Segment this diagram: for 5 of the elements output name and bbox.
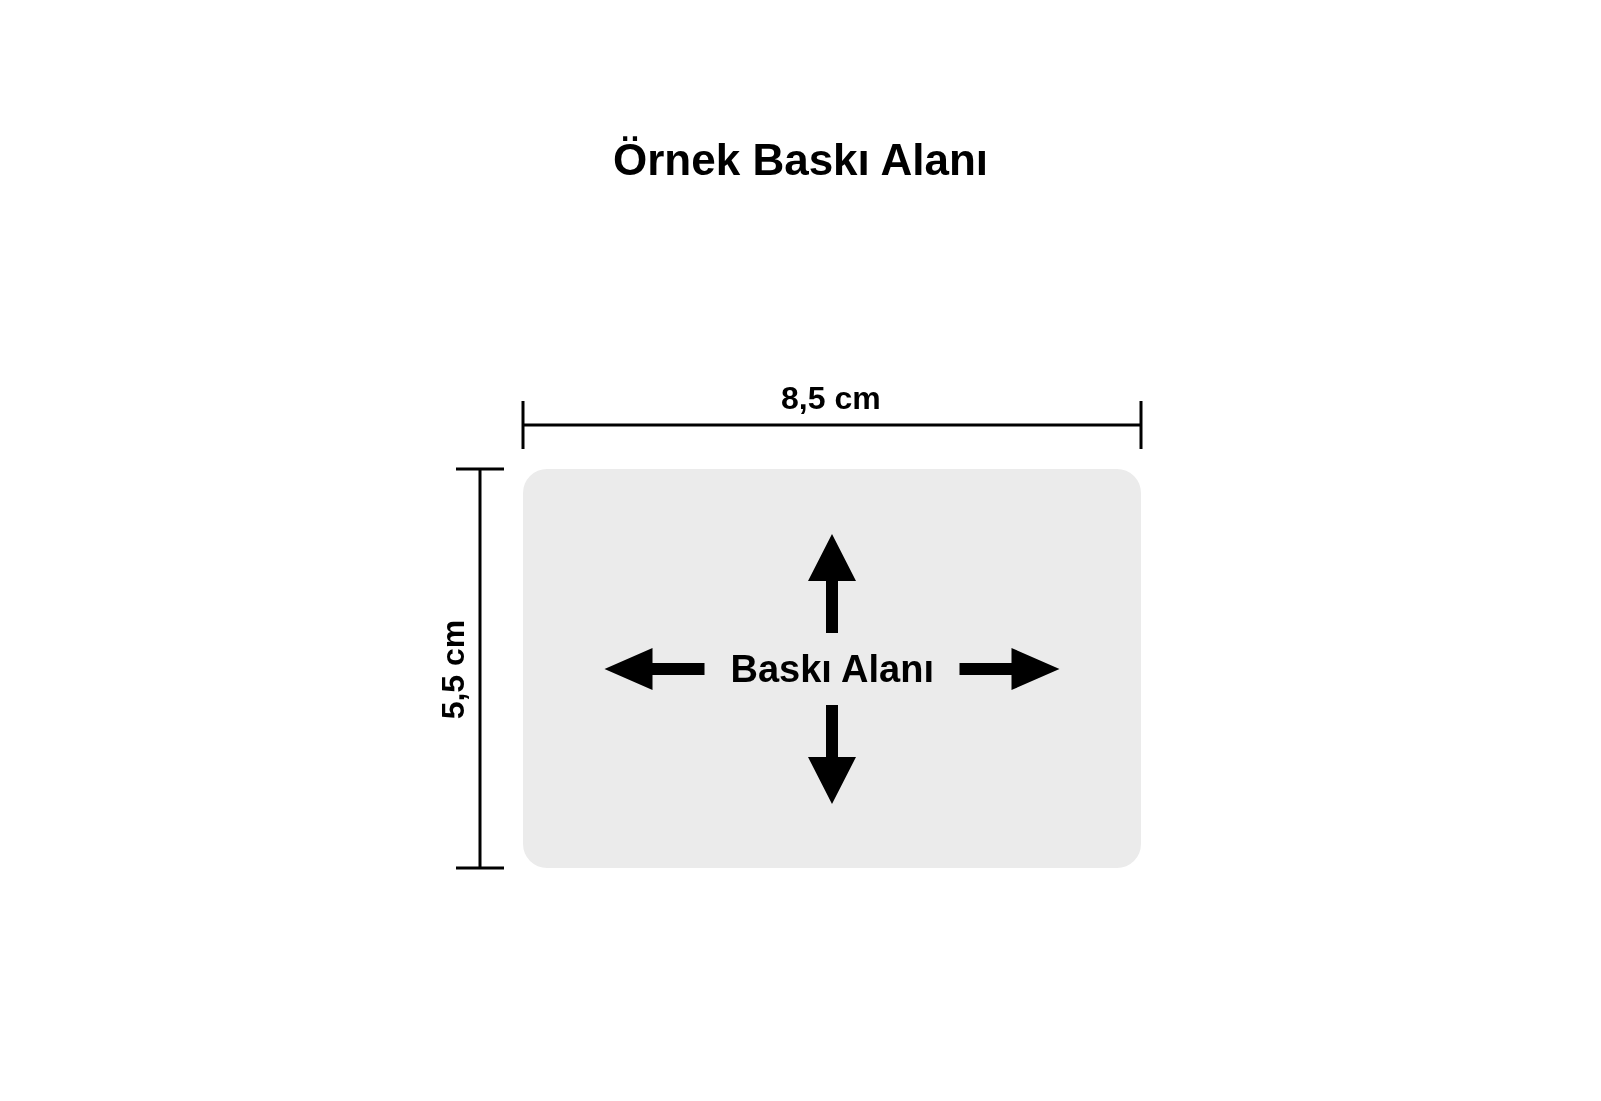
- dimension-label: 5,5 cm: [435, 619, 473, 719]
- print-area-card: [523, 469, 1141, 868]
- area-label: Baskı Alanı: [730, 647, 934, 691]
- dimension-label: 8,5 cm: [781, 379, 881, 417]
- title: Örnek Baskı Alanı: [612, 135, 989, 185]
